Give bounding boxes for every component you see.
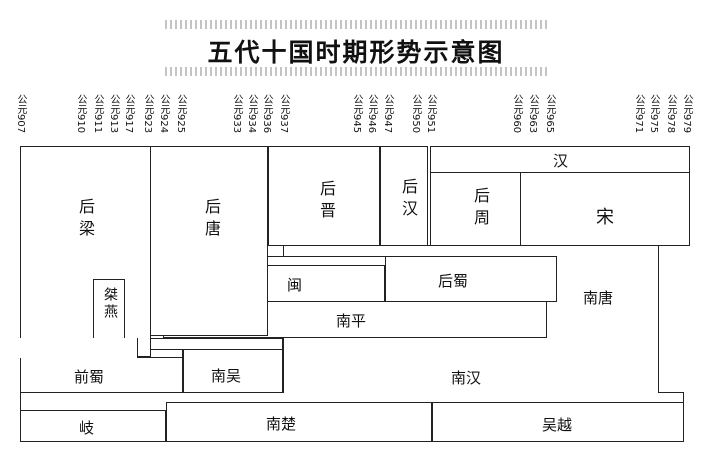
year-label: 公元907 xyxy=(15,94,26,134)
box-houliang xyxy=(20,146,151,357)
year-label: 公元934 xyxy=(246,94,257,134)
label-min: 闽 xyxy=(287,276,303,294)
label-houshu: 后蜀 xyxy=(438,272,469,290)
year-label: 公元911 xyxy=(92,94,103,134)
box-frame-left-shu xyxy=(20,338,138,358)
year-label: 公元925 xyxy=(175,94,186,134)
year-label: 公元936 xyxy=(261,94,272,134)
label-song: 宋 xyxy=(596,207,614,228)
box-houshu xyxy=(385,256,557,302)
year-label: 公元945 xyxy=(351,94,362,134)
year-label: 公元978 xyxy=(665,94,676,134)
year-label: 公元923 xyxy=(142,94,153,134)
label-houliang: 后梁 xyxy=(76,198,95,242)
label-nanwu: 南吴 xyxy=(211,367,242,385)
box-qianshu xyxy=(20,357,183,393)
label-houjin: 后晋 xyxy=(317,180,336,224)
box-houjin xyxy=(268,146,380,246)
box-han xyxy=(430,146,690,173)
year-label: 公元924 xyxy=(158,94,169,134)
year-label: 公元963 xyxy=(527,94,538,134)
box-song xyxy=(520,172,690,246)
box-qi xyxy=(20,410,166,442)
box-nanwu xyxy=(183,349,283,393)
box-nanchu xyxy=(166,402,432,442)
title-ornament-bottom xyxy=(165,67,547,76)
label-nanping: 南平 xyxy=(336,312,367,330)
year-label: 公元937 xyxy=(278,94,289,134)
year-label: 公元950 xyxy=(410,94,421,134)
label-jieyan: 桀燕 xyxy=(102,287,118,321)
year-label: 公元975 xyxy=(648,94,659,134)
page-title: 五代十国时期形势示意图 xyxy=(207,38,505,67)
box-jieyan xyxy=(93,279,125,347)
year-label: 公元960 xyxy=(511,94,522,134)
box-houzhou xyxy=(430,172,521,246)
label-houtang: 后唐 xyxy=(202,198,221,242)
box-houhan xyxy=(380,146,428,246)
year-label: 公元947 xyxy=(382,94,393,134)
year-label: 公元951 xyxy=(425,94,436,134)
year-label: 公元946 xyxy=(366,94,377,134)
year-label: 公元933 xyxy=(231,94,242,134)
label-nantang: 南唐 xyxy=(583,289,614,307)
label-houzhou: 后周 xyxy=(471,187,490,231)
title-band: 五代十国时期形势示意图 xyxy=(165,20,547,76)
year-label: 公元971 xyxy=(633,94,644,134)
label-qianshu: 前蜀 xyxy=(74,368,105,386)
label-qi: 岐 xyxy=(79,419,95,437)
label-han: 汉 xyxy=(553,152,569,170)
year-label: 公元979 xyxy=(681,94,692,134)
title-ornament-top xyxy=(165,20,547,29)
box-wuyue xyxy=(432,402,684,442)
label-houhan: 后汉 xyxy=(399,178,418,222)
label-wuyue: 吴越 xyxy=(542,416,573,434)
year-label: 公元913 xyxy=(108,94,119,134)
box-houtang xyxy=(150,146,268,336)
year-label: 公元965 xyxy=(544,94,555,134)
year-label: 公元917 xyxy=(123,94,134,134)
year-label: 公元910 xyxy=(75,94,86,134)
label-nanhan: 南汉 xyxy=(451,369,482,387)
label-nanchu: 南楚 xyxy=(266,415,297,433)
